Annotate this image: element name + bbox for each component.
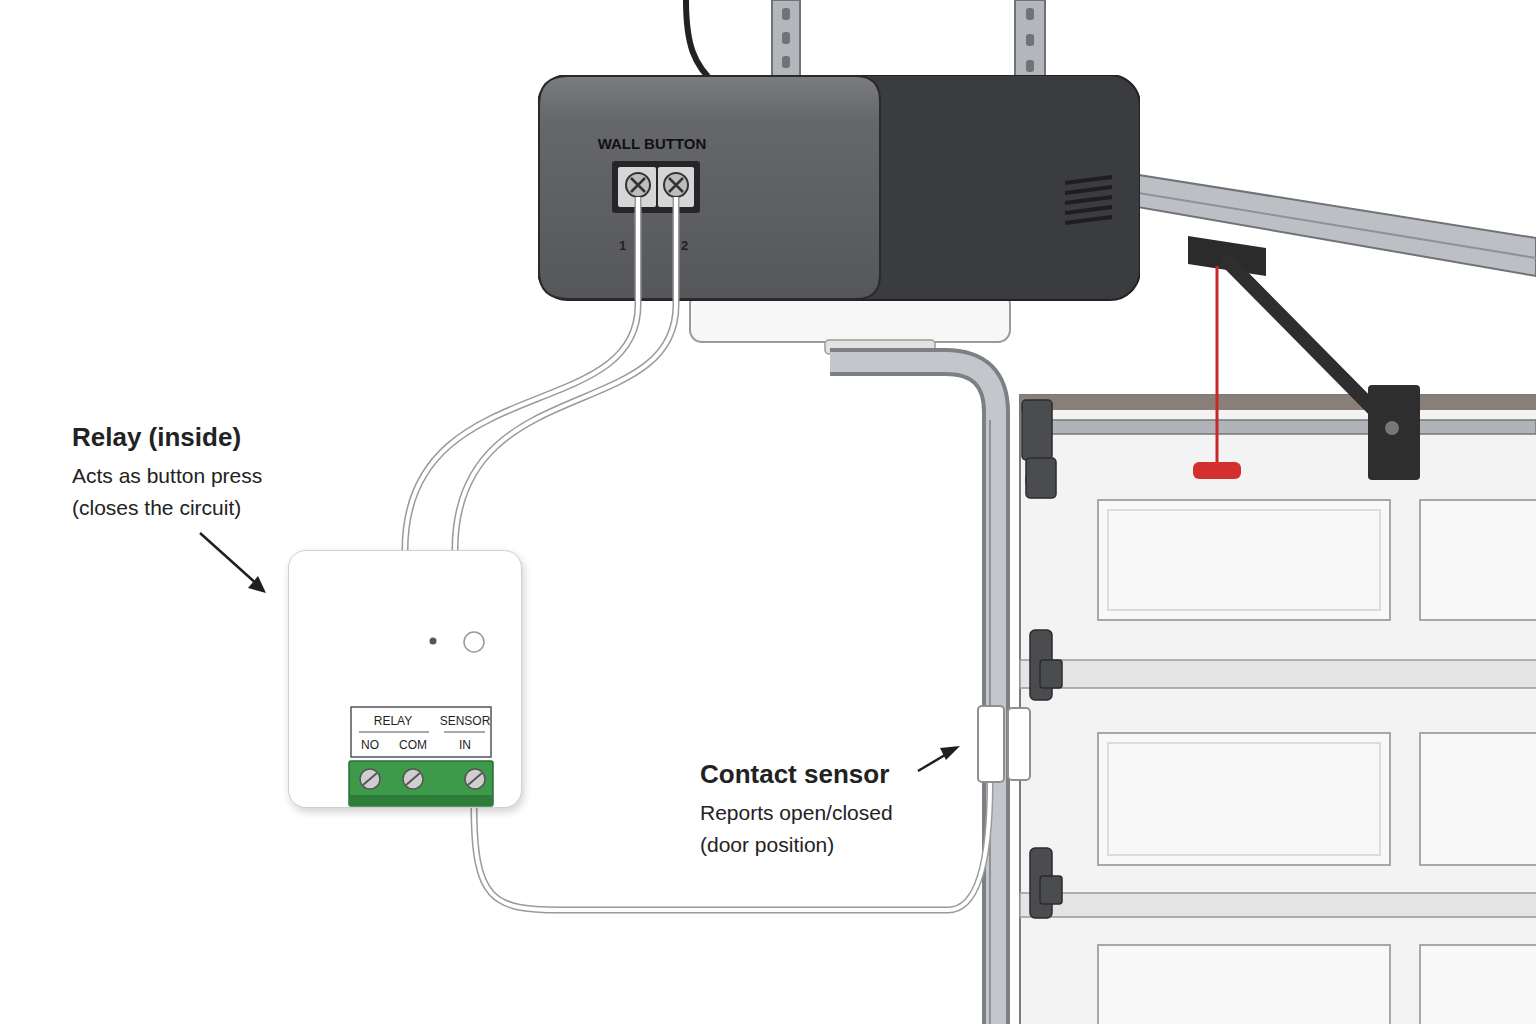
pin-name: IN xyxy=(459,738,471,752)
terminal-number: 2 xyxy=(681,236,688,256)
release-handle xyxy=(1193,462,1241,479)
opener-rail xyxy=(1120,172,1536,276)
pin-name: NO xyxy=(361,738,379,752)
contact-sensor xyxy=(978,706,1004,782)
pin-group-label: RELAY xyxy=(374,714,412,728)
callout-note: Reports open/closed (door position) xyxy=(700,797,940,860)
callout-note: Acts as button press (closes the circuit… xyxy=(72,460,307,523)
door-arm xyxy=(1228,262,1392,428)
pin-name: COM xyxy=(399,738,427,752)
opener-housing xyxy=(538,75,1140,305)
power-cord xyxy=(686,0,716,85)
sensor-wire xyxy=(474,782,990,910)
relay-module: RELAY SENSOR NO COM IN xyxy=(288,550,522,808)
terminal-number: 1 xyxy=(619,236,626,256)
relay-face xyxy=(289,551,523,809)
button-wire xyxy=(455,305,676,550)
pin-group-label: SENSOR xyxy=(440,714,491,728)
door-hinge xyxy=(1022,400,1062,918)
contact-magnet xyxy=(1008,708,1030,780)
door-track xyxy=(830,362,996,1024)
door-bracket xyxy=(1368,385,1420,480)
garage-door xyxy=(1020,395,1536,1024)
release-rope xyxy=(1216,266,1219,466)
callout-title: Contact sensor xyxy=(700,755,889,794)
terminal-label: WALL BUTTON xyxy=(598,135,707,152)
opener-unit: WALL BUTTON xyxy=(538,75,1140,305)
callout-title: Relay (inside) xyxy=(72,418,241,457)
